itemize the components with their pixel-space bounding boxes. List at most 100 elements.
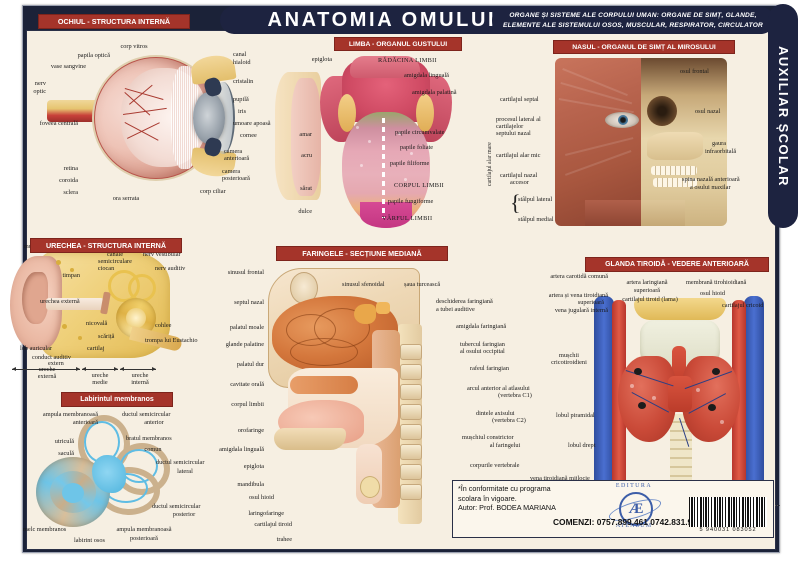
eye-label-nerv: nerv	[34, 80, 46, 87]
eye-diagram	[47, 52, 321, 200]
labyrinth-label-duct-posterior-2: posterior	[172, 511, 196, 518]
pupil-shape	[618, 115, 628, 125]
pharynx-label-epiglota: epiglota	[243, 463, 264, 470]
bone-speck	[62, 324, 67, 329]
follicle-dot	[652, 396, 656, 400]
labyrinth-label-utricula: utriculă	[54, 438, 74, 445]
vertebra	[400, 424, 422, 440]
labyrinth-label-duct-lateral: ductul semicircular	[156, 459, 205, 466]
papilla-dot	[356, 126, 359, 129]
subtitle-line-1: ORGANE ȘI SISTEME ALE CORPULUI UMAN: ORG…	[509, 11, 757, 19]
pharynx-label-septul-nazal: septul nazal	[234, 299, 264, 306]
banner-pharynx: FARINGELE - SECȚIUNE MEDIANĂ	[276, 246, 448, 261]
nose-label-nazal-accesor-2: accesor	[510, 179, 529, 186]
nose-label-proces-lateral-3: septului nazal	[496, 130, 531, 137]
pharynx-label-amigdala-linguala: amigdala linguală	[219, 446, 264, 453]
ear-diagram	[10, 252, 210, 367]
note-line-3: Autor: Prof. BODEA MARIANA	[458, 503, 556, 512]
nose-label-stalpul-lateral: stâlpul lateral	[518, 196, 553, 203]
labyrinth-label-duct-anterior: ductul semicircular	[122, 411, 171, 418]
labyrinth-label-ampula-anterioara: ampula membranoasă	[42, 411, 98, 418]
labyrinth-label-brat-comun: bratul membranos	[126, 435, 172, 442]
nose-label-stalpul-medial: stâlpul medial	[518, 216, 554, 223]
thyroid-cartilage-lamina	[634, 298, 726, 320]
poster-subtitle-banner: ORGANE ȘI SISTEME ALE CORPULUI UMAN: ORG…	[492, 7, 774, 34]
thyroid-label-lobul-drept: lobul drept	[568, 442, 596, 449]
labyrinth-label-brat-comun-2: comun	[144, 446, 162, 453]
thyroid-label-muschii-cricotiroidieni: mușchii	[559, 352, 579, 359]
head-diagram	[555, 58, 727, 226]
ear-label-nerv-auditiv: nerv auditiv	[155, 265, 186, 272]
papilla-dot	[404, 178, 407, 181]
banner-tongue-label: LIMBA - ORGANUL GUSTULUI	[348, 40, 448, 48]
trachea-shape	[670, 414, 692, 488]
palatine-tonsil-left	[338, 94, 356, 132]
tongue-label-amigdala-linguala: amigdala linguală	[404, 72, 449, 79]
jugular-vein-right	[744, 296, 764, 492]
banner-nose-label: NASUL - ORGANUL DE SIMȚ AL MIROSULUI	[572, 43, 716, 51]
ear-label-timpan: timpan	[62, 272, 81, 279]
pharynx-label-palatul-dur: palatul dur	[236, 361, 264, 368]
pharynx-label-dintele-axis-2: (vertebra C2)	[492, 417, 526, 424]
publisher-logo: EDITURA Æ ATENEUM	[603, 483, 665, 533]
cochlea-inner-shape	[126, 308, 146, 328]
follicle-dot	[696, 388, 700, 392]
vertebra	[400, 404, 422, 420]
page-title: ANATOMIA OMULUI I	[267, 8, 513, 31]
thyroid-marker	[712, 368, 720, 375]
nose-label-gaura-infraorbitala-2: infraorbitală	[705, 148, 737, 155]
ear-label-ciocan: ciocan	[97, 265, 115, 272]
pharynx-label-glande-palatine: glande palatine	[225, 341, 264, 348]
eye-label-camera-anterioara: camera	[224, 148, 243, 155]
tongue-label-papile-fungiforme: papile fungiforme	[388, 198, 434, 205]
nose-label-osul-nazal: osul nazal	[695, 108, 721, 115]
pharynx-label-arcul-atlas: arcul anterior al atlasului	[467, 385, 530, 392]
banner-eye-label: OCHIUL - STRUCTURA INTERNĂ	[57, 17, 171, 26]
eye-label-camera-posterioara-2: posterioară	[222, 175, 250, 182]
nose-label-alar-mare: cartilajul alar mare	[487, 142, 493, 186]
eye-label-corp-ciliar: corp ciliar	[200, 188, 226, 195]
pharynx-label-corpul-limbii: corpul limbii	[231, 401, 264, 408]
ear-scale-internal	[120, 367, 156, 371]
optic-nerve-shape	[47, 100, 105, 122]
nose-label-spina-nazala-2: a osului maxilar	[690, 184, 731, 191]
skull-orbit-shape	[647, 96, 677, 126]
ear-label-scarita: scăriță	[98, 333, 115, 340]
banner-thyroid: GLANDA TIROIDĂ - VEDERE ANTERIOARĂ	[585, 257, 769, 272]
eye-label-optic: optic	[33, 88, 46, 95]
auxiliar-scolar-label: AUXILIAR ȘCOLAR	[775, 45, 791, 187]
tongue-label-radacina-limbii: RĂDĂCINA LIMBII	[378, 57, 437, 64]
ear-scale-label-ureche-externa-2: externă	[37, 373, 57, 380]
papilla-dot	[368, 140, 371, 143]
nose-label-alar-mic: cartilajul alar mic	[496, 152, 541, 159]
thyroid-label-muschii-cricotiroidieni-2: cricotiroidieni	[551, 359, 587, 366]
banner-labyrinth-label: Labirintul membranos	[80, 396, 154, 403]
sella-turcica-shape	[376, 302, 390, 314]
vertebra	[400, 464, 422, 480]
banner-pharynx-label: FARINGELE - SECȚIUNE MEDIANĂ	[302, 249, 422, 258]
ear-scale-label-ureche-interna: ureche	[131, 372, 149, 379]
pharynx-label-cavitate-orala: cavitate orală	[230, 381, 264, 388]
barcode-number: 5 940031 083052	[699, 527, 757, 533]
pharynx-label-tubercul-faringian: tubercul faringian	[460, 341, 505, 348]
tongue-label-amar: amar	[299, 131, 312, 138]
ear-label-nerv-vestibular: nerv vestibular	[143, 251, 181, 258]
neck-bone-shape	[641, 200, 685, 226]
pharynx-label-deschiderea-faringiana: deschiderea faringiană	[436, 298, 493, 305]
banner-ear: URECHEA - STRUCTURA INTERNĂ	[30, 238, 182, 253]
mandible-shape	[274, 428, 346, 450]
bone-speck	[78, 336, 82, 340]
ear-scale-label-ureche-interna-2: internă	[131, 379, 149, 386]
banner-eye: OCHIUL - STRUCTURA INTERNĂ	[38, 14, 190, 29]
publisher-top-label: EDITURA	[615, 483, 653, 489]
eye-label-ora-serrata: ora serrata	[112, 195, 140, 202]
neck-muscle-shape	[585, 200, 641, 226]
labyrinth-label-ampula-posterioara-2: posterioară	[130, 535, 158, 542]
ear-label-canale: canale	[106, 251, 124, 258]
ear-scale-external	[12, 367, 80, 371]
barcode-icon	[689, 497, 767, 527]
pharynx-label-orofaringe: orofaringe	[237, 427, 264, 434]
labyrinth-label-ampula-posterioara: ampula membranoasă	[116, 526, 172, 533]
pharynx-label-palatul-moale: palatul moale	[229, 324, 264, 331]
footer-note-box: *În conformitate cu programa scolara în …	[452, 480, 774, 538]
